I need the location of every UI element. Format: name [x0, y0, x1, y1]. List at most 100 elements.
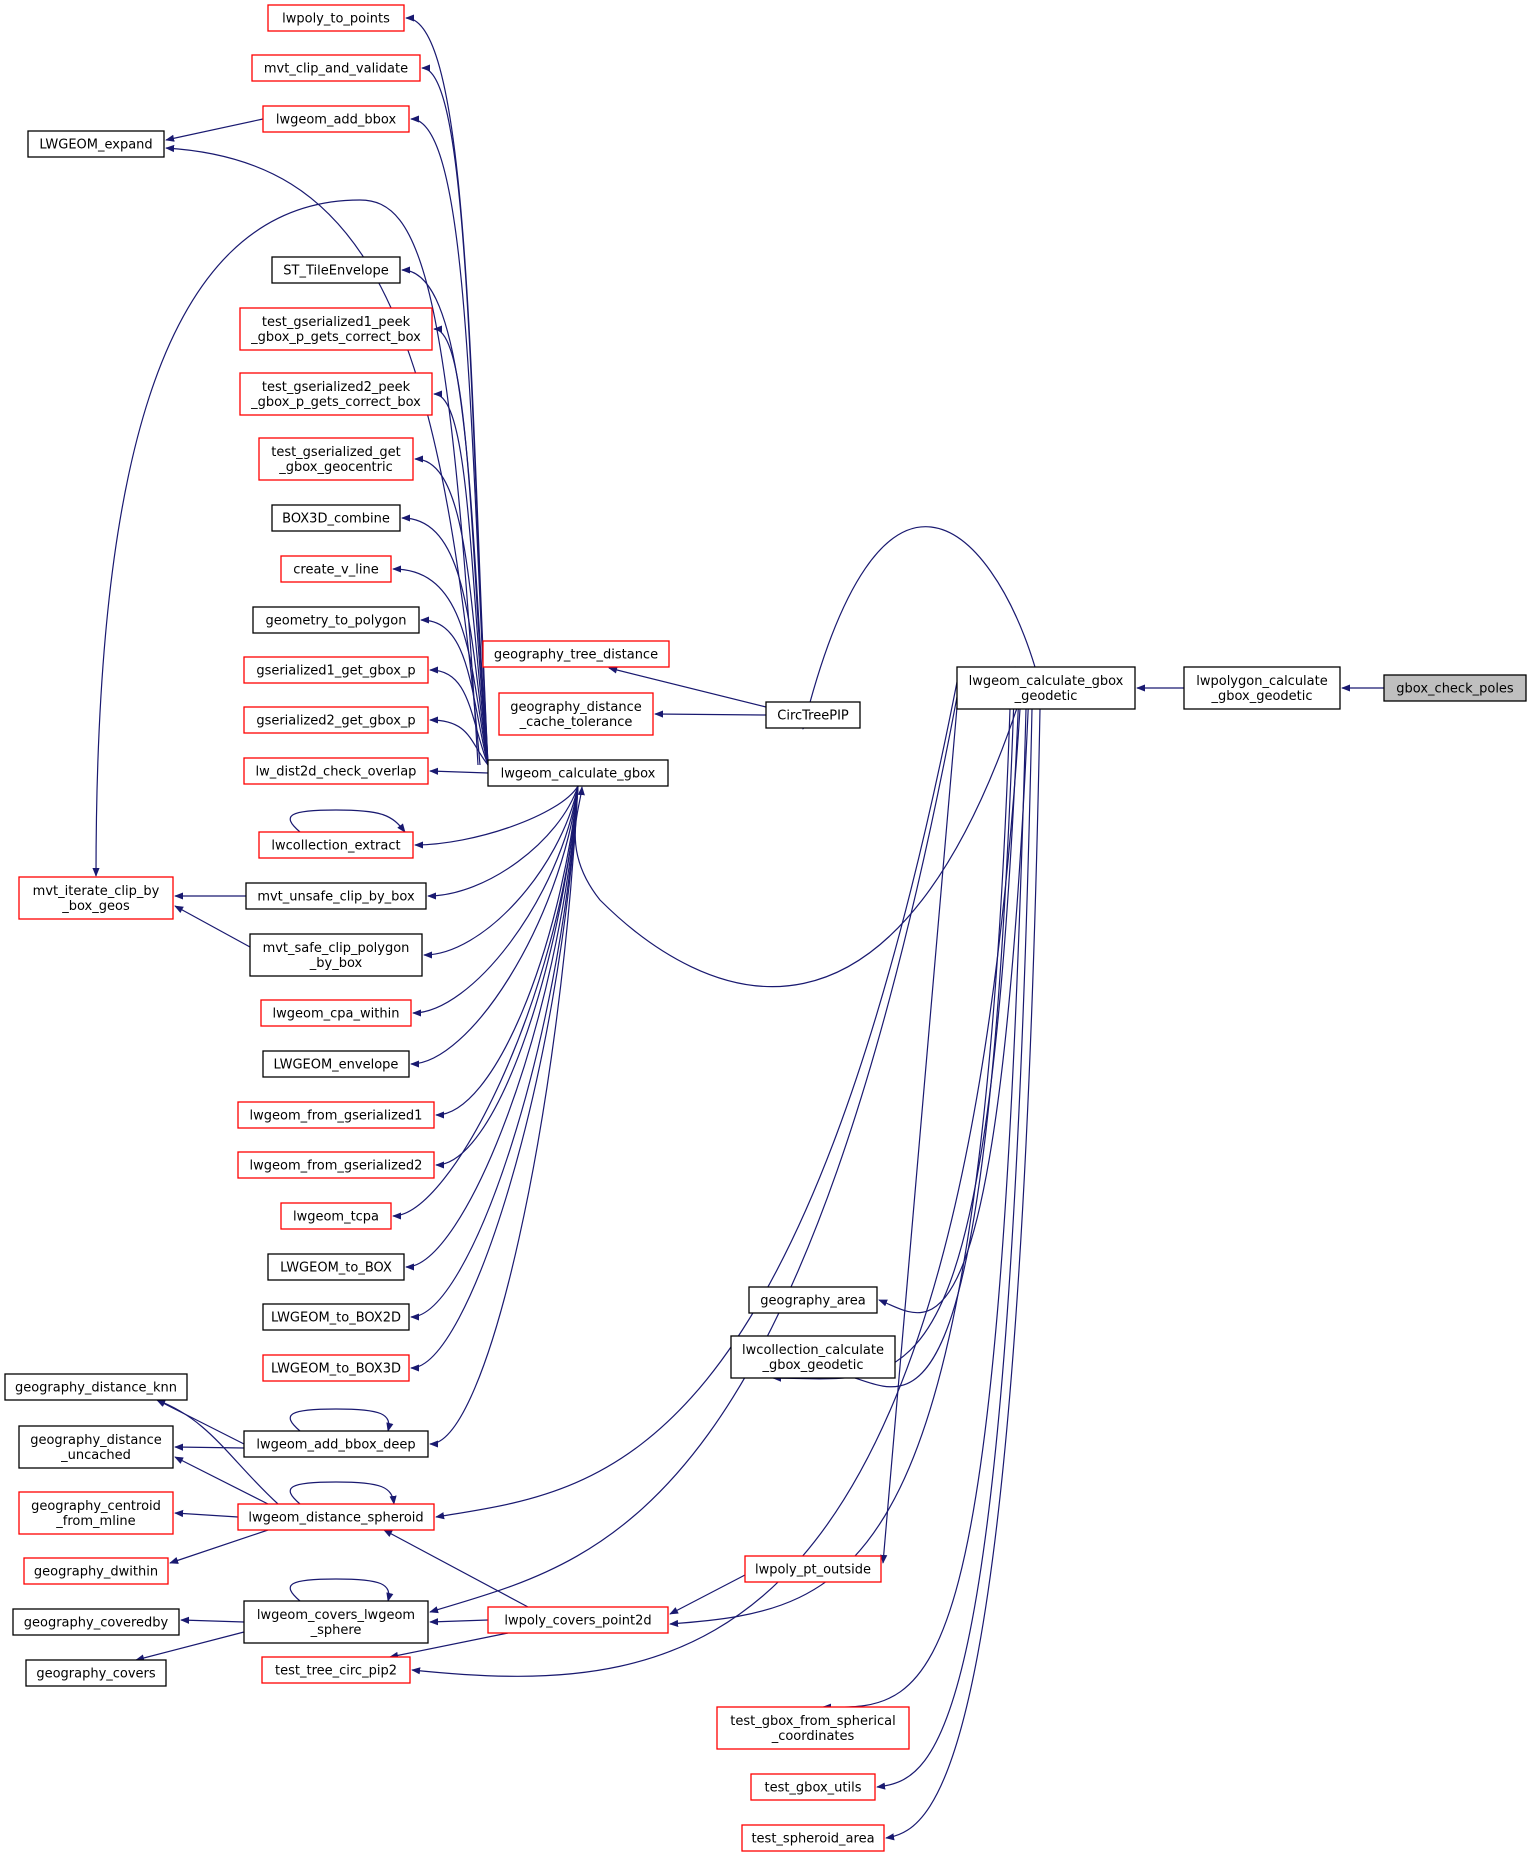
node-box: [1383, 674, 1527, 702]
function-node-test-gbox-utils[interactable]: test_gbox_utils: [750, 1773, 876, 1801]
node-box: [237, 1503, 435, 1531]
node-label: test_gserialized2_peek: [262, 380, 411, 395]
node-label: lwgeom_calculate_gbox: [969, 674, 1124, 689]
function-node-gserialized2-get-gbox-p[interactable]: gserialized2_get_gbox_p: [243, 706, 429, 734]
node-label: lwgeom_add_bbox_deep: [256, 1438, 415, 1453]
node-label: geography_distance_knn: [15, 1381, 177, 1396]
function-node-mvt-safe-clip-polygon-by-box[interactable]: mvt_safe_clip_polygon_by_box: [249, 933, 423, 977]
node-box: [237, 1101, 435, 1129]
call-edge: [854, 666, 1019, 1388]
node-label: lw_dist2d_check_overlap: [256, 765, 417, 780]
function-node-mvt-unsafe-clip-by-box[interactable]: mvt_unsafe_clip_by_box: [245, 882, 427, 910]
function-node-lwgeom-envelope[interactable]: LWGEOM_envelope: [262, 1050, 410, 1078]
function-node-mvt-clip-and-validate[interactable]: mvt_clip_and_validate: [251, 54, 421, 82]
node-label: lwgeom_distance_spheroid: [248, 1511, 423, 1526]
function-node-geography-dwithin[interactable]: geography_dwithin: [23, 1557, 169, 1585]
function-node-lwgeom-to-box2d[interactable]: LWGEOM_to_BOX2D: [262, 1303, 410, 1331]
node-box: [271, 504, 401, 532]
function-node-lwgeom-cpa-within[interactable]: lwgeom_cpa_within: [260, 999, 412, 1027]
function-node-geography-centroid-from-mline[interactable]: geography_centroid_from_mline: [18, 1491, 174, 1535]
function-node-st-tileenvelope[interactable]: ST_TileEnvelope: [271, 256, 401, 284]
call-edge: [411, 708, 1021, 1677]
function-node-lwgeom-add-bbox-deep[interactable]: lwgeom_add_bbox_deep: [243, 1430, 429, 1458]
call-edge: [174, 905, 251, 948]
node-box: [12, 1608, 180, 1636]
nodes: gbox_check_poles lwpolygon_calculate_gbox…: [4, 4, 1527, 1852]
function-node-gserialized1-get-gbox-p[interactable]: gserialized1_get_gbox_p: [243, 656, 429, 684]
edge-path: [429, 696, 958, 1614]
node-box: [262, 105, 410, 133]
function-node-geography-area[interactable]: geography_area: [748, 1286, 878, 1314]
function-node-lwpoly-covers-point2d[interactable]: lwpoly_covers_point2d: [487, 1606, 669, 1634]
node-box: [252, 606, 420, 634]
function-node-lwpoly-pt-outside[interactable]: lwpoly_pt_outside: [744, 1555, 882, 1583]
function-node-circtreepip[interactable]: CircTreePIP: [765, 701, 861, 729]
node-label: lwgeom_add_bbox: [276, 113, 397, 128]
edge-path: [174, 1456, 269, 1505]
function-node-test-spheroid-area[interactable]: test_spheroid_area: [741, 1824, 885, 1852]
function-node-lwpoly-to-points[interactable]: lwpoly_to_points: [267, 4, 405, 32]
edge-path: [429, 785, 579, 1448]
call-edge: [174, 1509, 239, 1518]
node-label: ST_TileEnvelope: [283, 264, 388, 279]
edge-path: [392, 785, 579, 1220]
node-box: [487, 759, 669, 787]
function-node-lwgeom-to-box[interactable]: LWGEOM_to_BOX: [267, 1253, 405, 1281]
function-node-geography-covers[interactable]: geography_covers: [25, 1659, 167, 1687]
node-label: lwpoly_covers_point2d: [504, 1614, 651, 1629]
function-node-test-gserialized1-peek[interactable]: test_gserialized1_peek_gbox_p_gets_corre…: [239, 307, 433, 351]
function-node-geography-coveredby[interactable]: geography_coveredby: [12, 1608, 180, 1636]
function-node-lwgeom-to-box3d[interactable]: LWGEOM_to_BOX3D: [262, 1354, 410, 1382]
edge-path: [608, 666, 767, 708]
function-node-box3d-combine[interactable]: BOX3D_combine: [271, 504, 401, 532]
edge-path: [880, 706, 958, 1564]
function-node-lwgeom-from-gserialized1[interactable]: lwgeom_from_gserialized1: [237, 1101, 435, 1129]
function-node-test-gserialized-get[interactable]: test_gserialized_get_gbox_geocentric: [258, 437, 414, 481]
function-node-geometry-to-polygon[interactable]: geometry_to_polygon: [252, 606, 420, 634]
node-label: lwgeom_from_gserialized2: [250, 1159, 423, 1174]
call-edge: [410, 115, 489, 766]
function-node-geography-tree-distance[interactable]: geography_tree_distance: [482, 640, 670, 668]
edge-path: [801, 526, 1036, 730]
function-node-lwgeom-add-bbox[interactable]: lwgeom_add_bbox: [262, 105, 410, 133]
call-edge: [414, 785, 579, 849]
function-node-lwcollection-calculate-gbox-geodetic[interactable]: lwcollection_calculate_gbox_geodetic: [730, 1335, 896, 1379]
function-node-lw-dist2d-check-overlap[interactable]: lw_dist2d_check_overlap: [243, 757, 429, 785]
function-node-lwgeom-expand[interactable]: LWGEOM_expand: [27, 130, 165, 158]
function-node-lwgeom-calculate-gbox-geodetic[interactable]: lwgeom_calculate_gbox_geodetic: [956, 666, 1136, 710]
call-edge: [801, 526, 1036, 730]
function-node-lwgeom-distance-spheroid[interactable]: lwgeom_distance_spheroid: [237, 1503, 435, 1531]
function-node-lwpolygon-calculate-gbox-geodetic[interactable]: lwpolygon_calculate_gbox_geodetic: [1183, 666, 1341, 710]
call-edge: [174, 1443, 245, 1451]
function-node-create-v-line[interactable]: create_v_line: [280, 555, 392, 583]
node-label: lwgeom_from_gserialized1: [250, 1109, 423, 1124]
call-edge: [289, 1578, 394, 1602]
function-node-test-tree-circ-pip2[interactable]: test_tree_circ_pip2: [261, 1656, 411, 1684]
function-node-geography-distance-uncached[interactable]: geography_distance_uncached: [18, 1425, 174, 1469]
call-edge: [772, 666, 1021, 1382]
function-node-test-gbox-from-spherical-coordinates[interactable]: test_gbox_from_spherical_coordinates: [716, 1706, 910, 1750]
function-node-lwcollection-extract[interactable]: lwcollection_extract: [258, 831, 414, 859]
edge-path: [410, 785, 579, 1068]
node-label: gbox_check_poles: [1396, 682, 1514, 697]
function-node-lwgeom-tcpa[interactable]: lwgeom_tcpa: [280, 1202, 392, 1230]
call-edge: [392, 565, 489, 766]
function-node-test-gserialized2-peek[interactable]: test_gserialized2_peek_gbox_p_gets_corre…: [239, 372, 433, 416]
edge-path: [410, 785, 579, 1321]
function-node-geography-distance-cache-tolerance[interactable]: geography_distance_cache_tolerance: [498, 692, 654, 736]
node-label: test_tree_circ_pip2: [275, 1664, 397, 1679]
function-node-gbox-check-poles: gbox_check_poles: [1383, 674, 1527, 702]
node-label: _geodetic: [1014, 689, 1078, 704]
node-label: lwpolygon_calculate: [1196, 674, 1328, 689]
call-edge: [429, 1618, 489, 1626]
node-box: [27, 130, 165, 158]
node-label: test_spheroid_area: [751, 1832, 874, 1847]
node-box: [243, 706, 429, 734]
function-node-lwgeom-covers-lwgeom-sphere[interactable]: lwgeom_covers_lwgeom_sphere: [243, 1600, 429, 1644]
node-label: create_v_line: [293, 563, 378, 578]
node-label: _sphere: [310, 1623, 362, 1638]
function-node-mvt-iterate-clip-by-box-geos[interactable]: mvt_iterate_clip_by_box_geos: [18, 876, 174, 920]
function-node-lwgeom-from-gserialized2[interactable]: lwgeom_from_gserialized2: [237, 1151, 435, 1179]
function-node-geography-distance-knn[interactable]: geography_distance_knn: [4, 1373, 188, 1401]
function-node-lwgeom-calculate-gbox[interactable]: lwgeom_calculate_gbox: [487, 759, 669, 787]
